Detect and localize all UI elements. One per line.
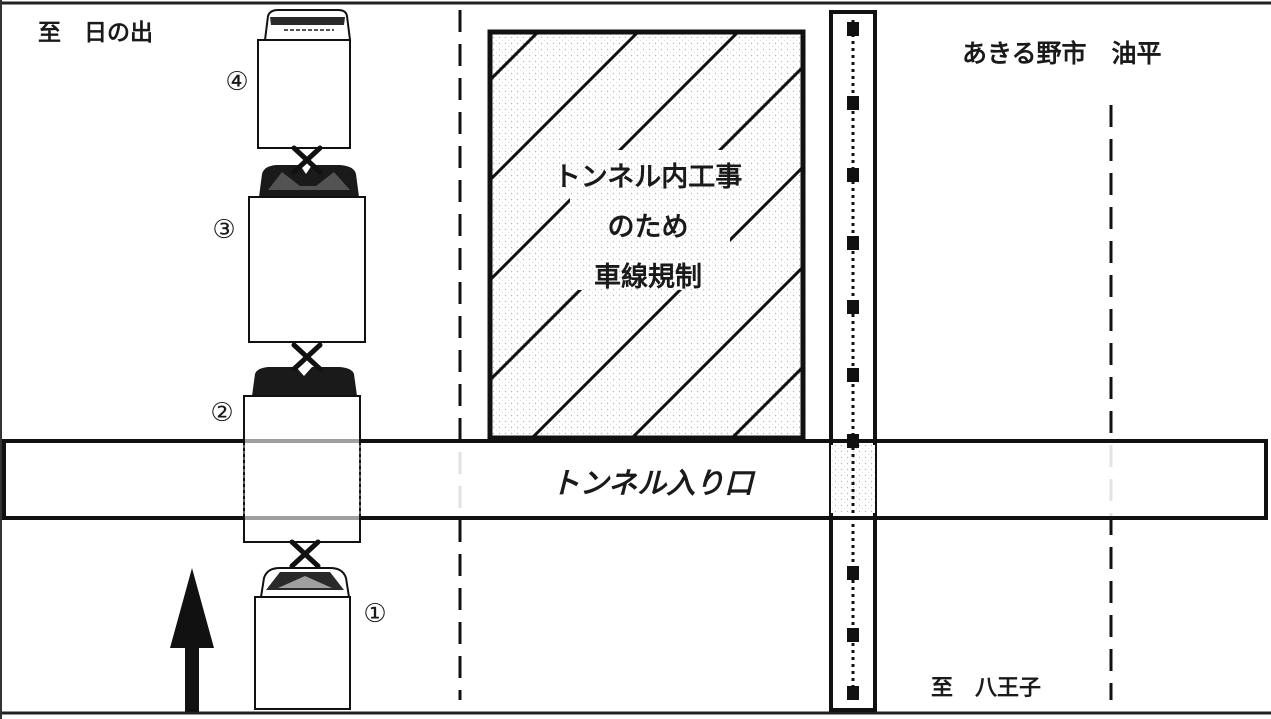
collision-mark-2-1 bbox=[289, 539, 321, 569]
construction-text-line3: 車線規制 bbox=[594, 261, 702, 293]
tunnel-entrance-label: トンネル入り口 bbox=[551, 466, 756, 500]
tunnel-entrance-band bbox=[2, 439, 1268, 520]
construction-text-line1: トンネル内工事 bbox=[554, 162, 742, 193]
vehicle-4 bbox=[257, 9, 352, 149]
vehicle-number-2: ② bbox=[210, 398, 233, 428]
median-barrier-posts bbox=[847, 22, 859, 700]
vehicle-4-body bbox=[257, 39, 351, 149]
location-label-aburadai: あきる野市 油平 bbox=[962, 39, 1162, 68]
vehicle-3-cab bbox=[259, 165, 359, 197]
median-barrier-frame bbox=[829, 10, 877, 712]
vehicle-number-3: ③ bbox=[212, 215, 235, 245]
collision-mark-4-3 bbox=[291, 145, 323, 175]
vehicle-4-windshield bbox=[270, 17, 345, 25]
vehicle-2-body bbox=[243, 395, 361, 543]
vehicle-1-body bbox=[254, 596, 351, 710]
vehicle-number-1: ① bbox=[363, 599, 386, 629]
collision-mark-3-2 bbox=[291, 342, 323, 372]
vehicle-2 bbox=[243, 367, 361, 543]
direction-arrow bbox=[170, 568, 214, 712]
construction-zone: トンネル内工事 のため 車線規制 bbox=[487, 29, 806, 441]
median-barrier bbox=[829, 10, 877, 712]
construction-border bbox=[487, 29, 806, 441]
tunnel-entrance: トンネル入り口 bbox=[2, 439, 1268, 520]
vehicle-1 bbox=[254, 567, 351, 710]
construction-text-backdrop bbox=[570, 150, 730, 290]
vehicle-number-4: ④ bbox=[225, 67, 248, 97]
destination-label-hachioji: 至 八王子 bbox=[931, 676, 1041, 701]
vehicle-3 bbox=[248, 165, 366, 343]
vehicle-2-cab bbox=[252, 367, 357, 396]
destination-label-hinode: 至 日の出 bbox=[38, 20, 153, 46]
vehicle-3-body bbox=[248, 196, 366, 343]
construction-text-line2: のため bbox=[608, 212, 689, 243]
